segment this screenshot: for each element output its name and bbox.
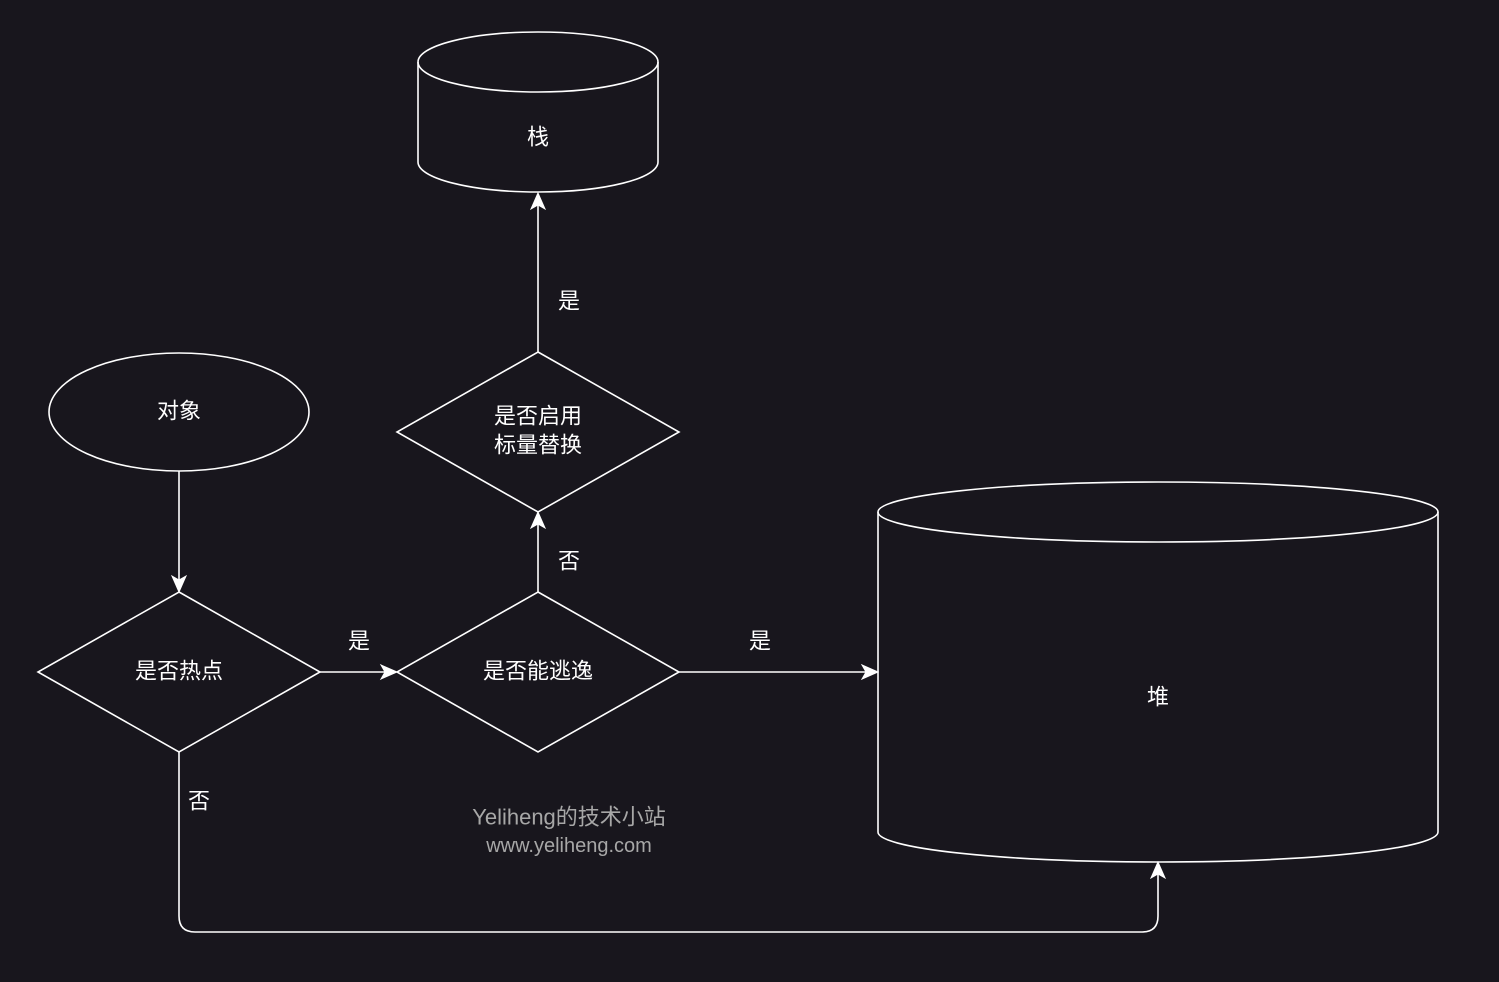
edge-label-hotspot-yes: 是	[348, 630, 370, 655]
scalar-decision-label-line1: 是否启用	[494, 405, 582, 430]
arrowhead	[379, 663, 399, 681]
edge-label-escape-no: 否	[558, 550, 580, 575]
arrowhead	[170, 574, 188, 594]
edge-label-escape-yes: 是	[749, 630, 771, 655]
hotspot-decision-label: 是否热点	[135, 660, 223, 685]
edge-object-to-hotspot	[170, 471, 188, 594]
edge-hotspot-to-heap: 否	[178, 752, 1167, 933]
object-node[interactable]: 对象	[48, 352, 310, 472]
watermark-title: Yeliheng的技术小站	[472, 805, 666, 830]
heap-node[interactable]: 堆	[877, 481, 1439, 863]
edge-escape-to-scalar: 否	[529, 510, 580, 592]
edge-escape-to-heap: 是	[679, 630, 880, 681]
escape-decision-label: 是否能逃逸	[483, 660, 593, 685]
edge-label-scalar-yes: 是	[558, 290, 580, 315]
edge-hotspot-to-escape: 是	[320, 630, 399, 681]
scalar-decision-node[interactable]: 是否启用 标量替换	[395, 351, 681, 513]
arrowhead	[1149, 860, 1167, 880]
object-label: 对象	[157, 400, 201, 425]
escape-decision-node[interactable]: 是否能逃逸	[395, 591, 681, 753]
arrowhead	[860, 663, 880, 681]
heap-label: 堆	[1147, 686, 1169, 711]
hotspot-decision-node[interactable]: 是否热点	[36, 591, 322, 753]
stack-node[interactable]: 栈	[417, 31, 659, 193]
watermark: Yeliheng的技术小站 www.yeliheng.com	[472, 805, 666, 858]
scalar-decision-label-line2: 标量替换	[494, 434, 582, 459]
arrowhead	[529, 191, 547, 211]
watermark-url: www.yeliheng.com	[485, 835, 652, 857]
edge-label-hotspot-no: 否	[188, 790, 210, 815]
arrowhead	[529, 510, 547, 530]
edge-scalar-to-stack: 是	[529, 191, 580, 352]
stack-label: 栈	[527, 126, 549, 151]
